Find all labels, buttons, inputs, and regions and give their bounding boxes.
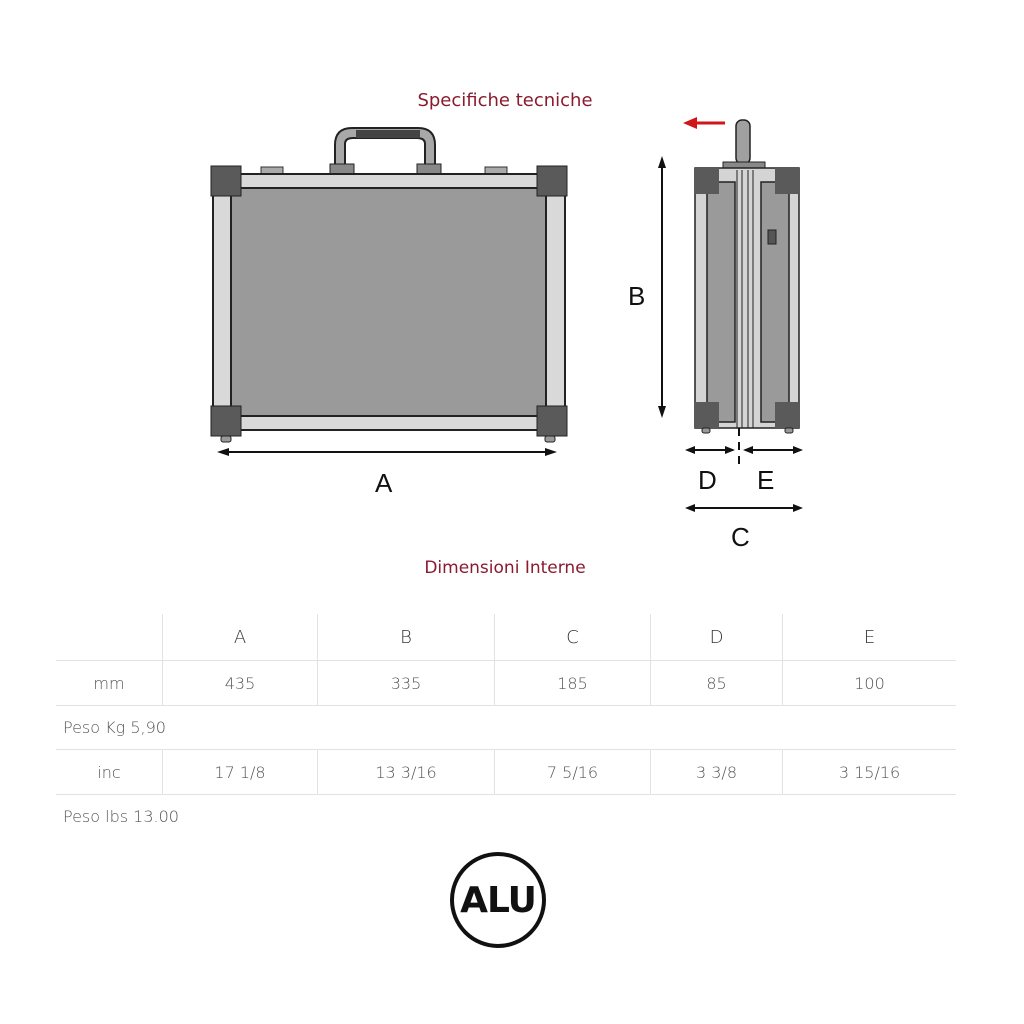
value-cell: 185 xyxy=(494,660,651,706)
header-cell-d: D xyxy=(650,614,783,661)
value-cell: 85 xyxy=(650,660,783,706)
value-cell: 7 5/16 xyxy=(494,749,651,795)
header-cell-empty xyxy=(56,614,163,661)
value-cell: 100 xyxy=(782,660,956,706)
weight-lbs-text: Peso lbs 13.00 xyxy=(63,807,179,826)
unit-cell: inc xyxy=(56,749,163,795)
header-cell-e: E xyxy=(782,614,956,661)
dimension-label-b: B xyxy=(628,281,646,311)
value-cell: 3 3/8 xyxy=(650,749,783,795)
table-row-weight-kg: Peso Kg 5,90 xyxy=(56,705,956,750)
value-cell: 335 xyxy=(317,660,495,706)
dimension-label-d: D xyxy=(698,465,717,495)
dimension-label-a: A xyxy=(375,468,393,498)
dimensions-table: A B C D E mm 435 335 185 85 100 Peso Kg … xyxy=(56,614,956,838)
case-front-view xyxy=(210,127,568,456)
header-cell-b: B xyxy=(317,614,495,661)
value-cell: 3 15/16 xyxy=(782,749,956,795)
dimension-label-c: C xyxy=(731,522,750,552)
header-cell-c: C xyxy=(494,614,651,661)
table-row-inc: inc 17 1/8 13 3/16 7 5/16 3 3/8 3 15/16 xyxy=(56,749,956,795)
alu-badge-icon: ALU xyxy=(450,852,546,948)
weight-kg-text: Peso Kg 5,90 xyxy=(56,705,956,750)
section-title: Dimensioni Interne xyxy=(424,558,586,578)
header-cell-a: A xyxy=(162,614,318,661)
value-cell: 13 3/16 xyxy=(317,749,495,795)
value-cell: 435 xyxy=(162,660,318,706)
alu-badge-label: ALU xyxy=(460,879,537,921)
unit-cell: mm xyxy=(56,660,163,706)
dimension-label-e: E xyxy=(757,465,775,495)
table-row-mm: mm 435 335 185 85 100 xyxy=(56,660,956,706)
table-row-weight-lbs: Peso lbs 13.00 xyxy=(56,795,956,839)
page-title: Specifiche tecniche xyxy=(417,90,593,111)
value-cell: 17 1/8 xyxy=(162,749,318,795)
table-header-row: A B C D E xyxy=(56,614,956,661)
case-side-view xyxy=(658,117,803,512)
